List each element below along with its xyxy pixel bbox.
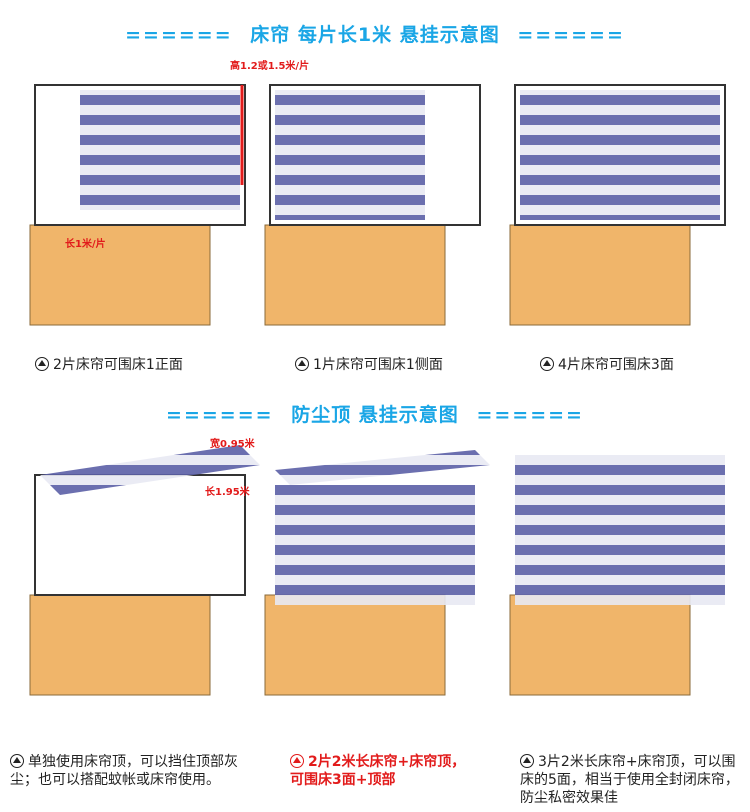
diagram-1: 高1.2或1.5米/片 长1米/片 bbox=[20, 55, 309, 335]
caption-diagram-2: 1片床帘可围床1侧面 bbox=[295, 355, 515, 374]
section2-title: ====== 防尘顶 悬挂示意图 ====== bbox=[0, 400, 750, 427]
length-label: 长1.95米 bbox=[205, 487, 250, 498]
diagram-4: 宽0.95米 长1.95米 bbox=[20, 425, 260, 705]
dashes-right: ====== bbox=[476, 404, 584, 426]
dashes-left: ====== bbox=[166, 404, 274, 426]
caption-diagram-3: 4片床帘可围床3面 bbox=[540, 355, 740, 374]
up-arrow-icon bbox=[295, 357, 309, 371]
dashes-left: ====== bbox=[125, 24, 233, 46]
up-arrow-icon bbox=[540, 357, 554, 371]
bed-diagram-illustration bbox=[264, 450, 490, 696]
up-arrow-icon bbox=[520, 754, 534, 768]
bed-diagram-illustration bbox=[264, 84, 481, 326]
up-arrow-icon bbox=[290, 754, 304, 768]
bed-diagram-illustration bbox=[509, 84, 726, 326]
bed-diagram-illustration bbox=[29, 84, 246, 326]
up-arrow-icon bbox=[35, 357, 49, 371]
diagram-3 bbox=[500, 55, 740, 335]
caption-diagram-6: 3片2米长床帘+床帘顶，可以围床的5面，相当于使用全封闭床帘，防尘私密效果佳 bbox=[520, 754, 739, 806]
title-text: 床帘 每片长1米 悬挂示意图 bbox=[250, 24, 500, 46]
bed-diagram-illustration bbox=[509, 455, 725, 696]
up-arrow-icon bbox=[10, 754, 24, 768]
height-label: 高1.2或1.5米/片 bbox=[230, 61, 310, 72]
caption-diagram-4: 单独使用床帘顶，可以挡住顶部灰尘；也可以搭配蚊帐或床帘使用。 bbox=[10, 754, 238, 788]
length-label: 长1米/片 bbox=[65, 239, 106, 250]
section1-title: ====== 床帘 每片长1米 悬挂示意图 ====== bbox=[0, 20, 750, 47]
diagram-5 bbox=[255, 425, 495, 705]
bed-diagram-illustration bbox=[29, 445, 260, 696]
dashes-right: ====== bbox=[517, 24, 625, 46]
width-label: 宽0.95米 bbox=[210, 439, 255, 450]
title-text: 防尘顶 悬挂示意图 bbox=[291, 404, 459, 426]
caption-diagram-5: 2片2米长床帘+床帘顶， 可围床3面+顶部 bbox=[290, 754, 466, 788]
diagram-2 bbox=[255, 55, 495, 335]
diagram-6 bbox=[500, 425, 740, 705]
caption-diagram-1: 2片床帘可围床1正面 bbox=[35, 355, 255, 374]
